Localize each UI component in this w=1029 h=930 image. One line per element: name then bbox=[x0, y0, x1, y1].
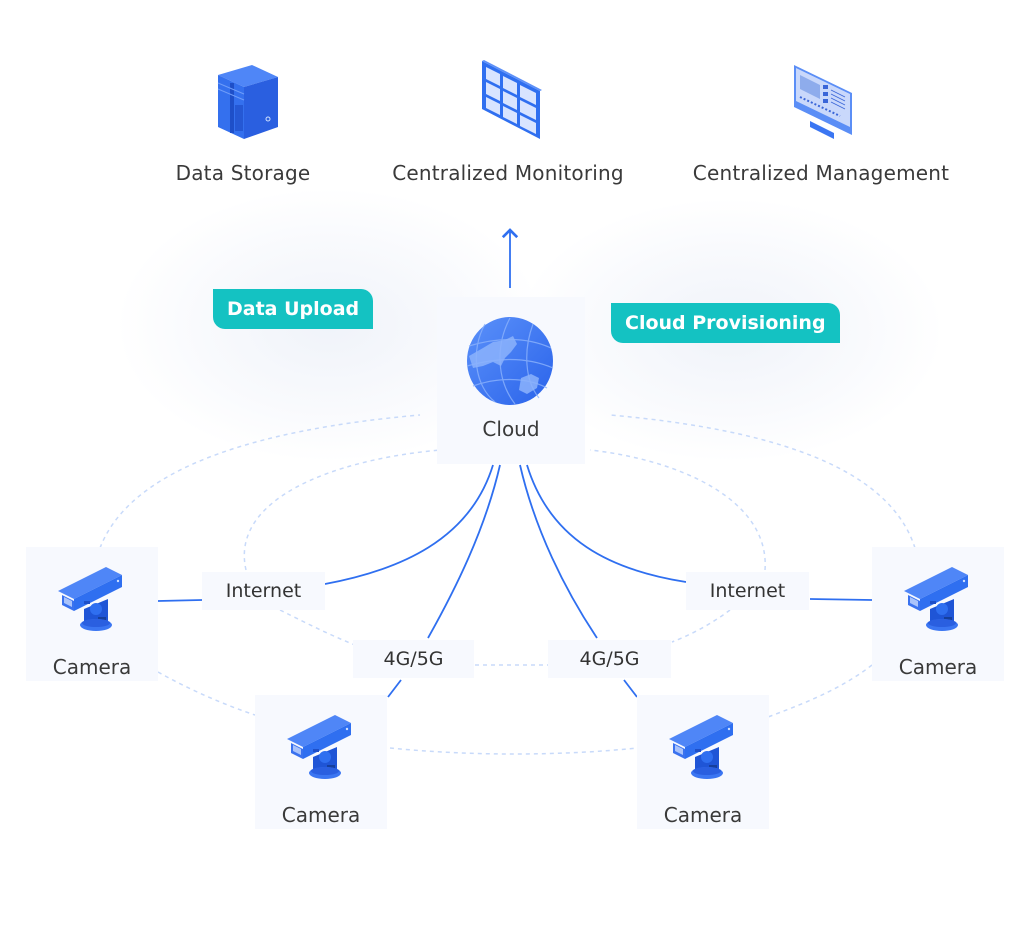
cloud-provisioning-tag: Cloud Provisioning bbox=[611, 303, 840, 343]
cloud-label: Cloud bbox=[482, 417, 540, 441]
link-4g-left-camera bbox=[387, 679, 402, 698]
cellular-label-left: 4G/5G bbox=[353, 640, 474, 678]
dashed-internet-to-4g-right bbox=[671, 609, 731, 643]
camera-icon bbox=[287, 715, 351, 779]
link-cloud-4g-left bbox=[427, 464, 501, 639]
dashed-cam-right-to-bottom-right bbox=[767, 664, 873, 718]
monitor-icon bbox=[794, 65, 852, 139]
service-data-storage: Data Storage bbox=[176, 55, 310, 195]
data-upload-tag: Data Upload bbox=[213, 289, 374, 329]
video-wall-icon bbox=[482, 60, 542, 139]
camera-node-bottom-right[interactable]: Camera bbox=[637, 695, 769, 829]
link-cloud-internet-left bbox=[324, 464, 494, 585]
dashed-bottom-link bbox=[389, 747, 638, 755]
camera-label: Camera bbox=[281, 803, 361, 827]
camera-label: Camera bbox=[898, 655, 978, 679]
camera-label: Camera bbox=[52, 655, 132, 679]
camera-node-left[interactable]: Camera bbox=[26, 547, 158, 681]
dashed-outer-ring-right bbox=[609, 414, 916, 549]
camera-icon bbox=[58, 567, 122, 631]
service-label: Centralized Monitoring bbox=[392, 161, 624, 185]
dashed-outer-ring-left bbox=[99, 414, 421, 549]
service-label: Data Storage bbox=[175, 161, 311, 185]
internet-label-left: Internet bbox=[202, 572, 325, 610]
camera-icon bbox=[904, 567, 968, 631]
link-cloud-internet-right bbox=[526, 464, 687, 583]
server-cabinet-icon bbox=[217, 65, 278, 139]
link-internet-right-camera bbox=[809, 598, 873, 601]
globe-icon bbox=[466, 317, 554, 405]
cloud-node[interactable]: Cloud bbox=[437, 297, 585, 464]
camera-node-right[interactable]: Camera bbox=[872, 547, 1004, 681]
dashed-inner-ring-right bbox=[589, 449, 766, 571]
internet-label-right: Internet bbox=[686, 572, 809, 610]
cellular-label-right: 4G/5G bbox=[548, 640, 671, 678]
service-label: Centralized Management bbox=[692, 161, 950, 185]
camera-node-bottom-left[interactable]: Camera bbox=[255, 695, 387, 829]
camera-icon bbox=[669, 715, 733, 779]
service-centralized-management: Centralized Management bbox=[690, 55, 950, 195]
link-cloud-4g-right bbox=[519, 464, 598, 639]
camera-label: Camera bbox=[663, 803, 743, 827]
link-internet-left-camera bbox=[157, 599, 203, 602]
service-centralized-monitoring: Centralized Monitoring bbox=[392, 55, 624, 195]
link-4g-right-camera bbox=[623, 679, 638, 698]
dashed-internet-to-4g-left bbox=[279, 609, 356, 646]
dashed-cam-left-to-bottom-left bbox=[157, 671, 256, 716]
dashed-inner-ring-left bbox=[243, 449, 441, 571]
